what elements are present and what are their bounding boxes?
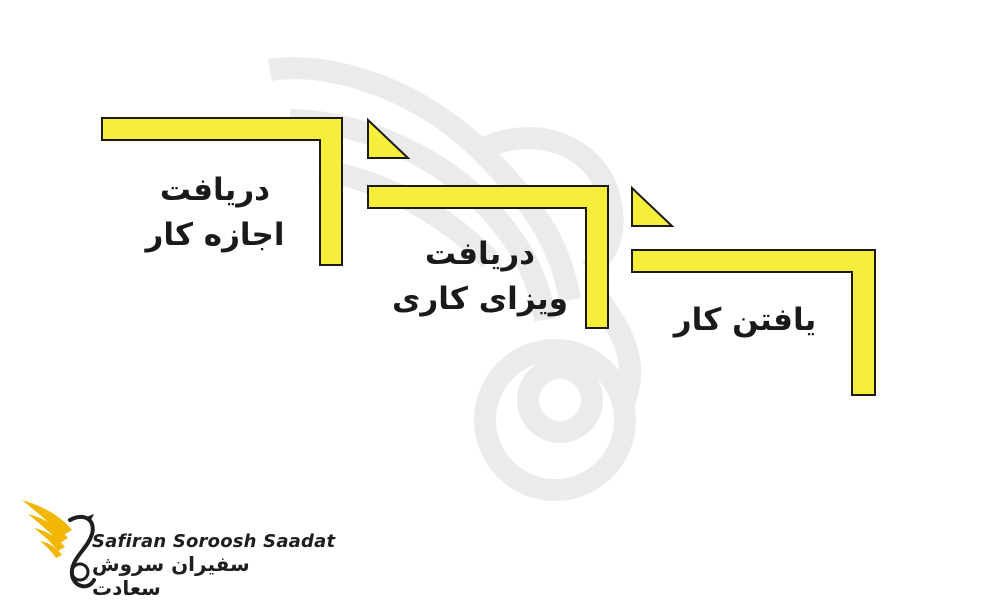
step-label-work-permit: دریافت اجازه کار	[120, 168, 310, 258]
step-2-bracket	[367, 185, 609, 329]
step-label-find-job: یافتن کار	[650, 298, 840, 343]
logo-name-persian: سفیران سروش سعادت	[92, 552, 250, 600]
step-arrow-1	[367, 117, 411, 159]
logo-emblem-icon	[22, 500, 96, 589]
step-3-line-1: یافتن کار	[673, 302, 817, 338]
step-1-line-2: اجازه کار	[145, 216, 285, 253]
step-3-bracket	[631, 249, 876, 396]
step-1-bracket	[101, 117, 343, 266]
step-label-work-visa: دریافت ویزای کاری	[380, 232, 580, 322]
step-arrow-2	[631, 185, 675, 227]
step-1-line-1: دریافت	[159, 172, 271, 208]
step-2-bracket-shape	[367, 185, 609, 329]
step-2-line-2: ویزای کاری	[392, 280, 568, 317]
step-2-line-1: دریافت	[424, 236, 536, 272]
step-1-bracket-shape	[101, 117, 343, 266]
logo-name-english: Safiran Soroosh Saadat	[92, 531, 336, 552]
step-3-bracket-shape	[631, 249, 876, 396]
